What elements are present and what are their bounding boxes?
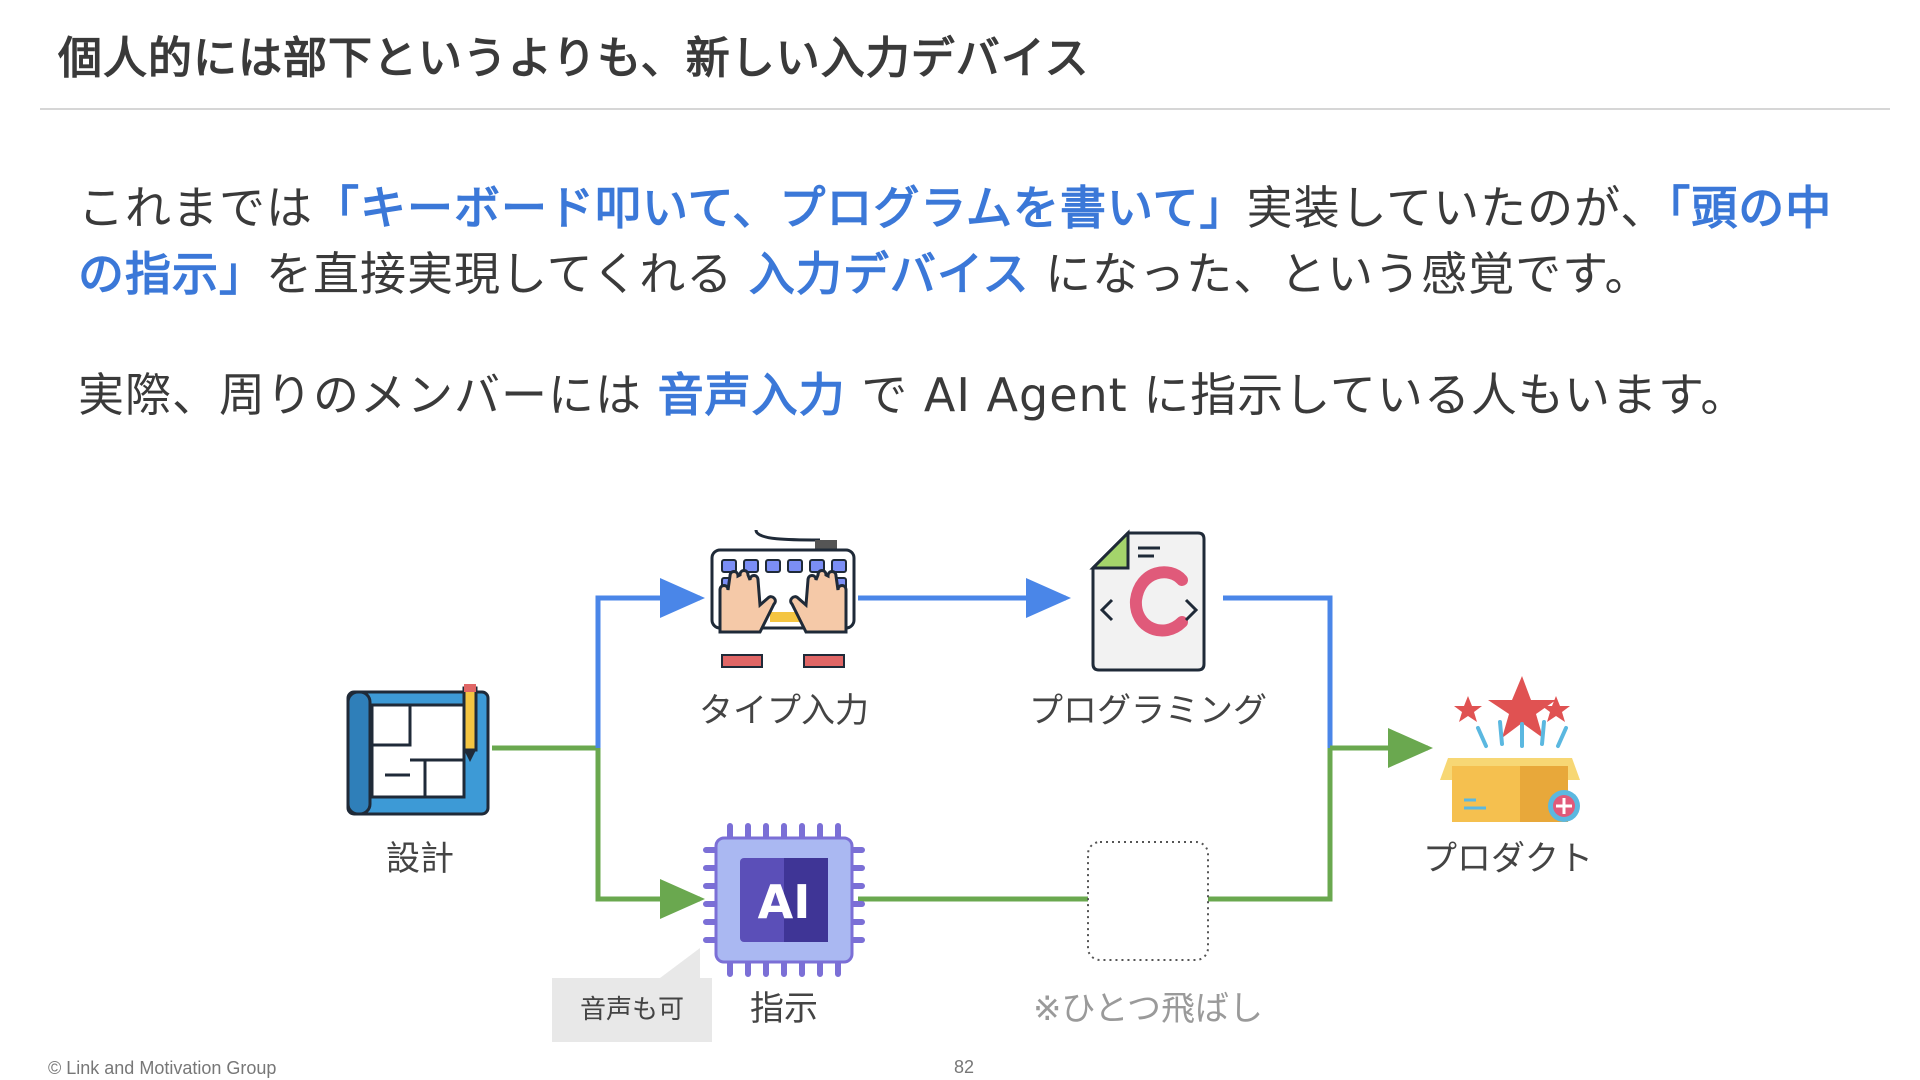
slide-title: 個人的には部下というよりも、新しい入力デバイス xyxy=(58,33,1090,84)
skip-to-merge-line xyxy=(1208,748,1333,902)
para1-seg-6: になった、という感覚です。 xyxy=(1045,247,1652,301)
code-file-icon xyxy=(1089,529,1206,672)
para2-seg-2: で AI Agent に指示している人もいます。 xyxy=(861,368,1748,422)
copyright-footer: © Link and Motivation Group xyxy=(48,1058,277,1078)
para1-seg-3: 「頭の中の指示」 xyxy=(78,181,1833,301)
para1-seg-0: これまでは xyxy=(78,181,313,235)
product-label: プロダクト xyxy=(1423,839,1593,879)
programming-label: プログラミング xyxy=(1029,691,1267,731)
design-label: 設計 xyxy=(386,839,454,879)
programming-to-merge-line xyxy=(1223,595,1333,748)
typing-label: タイプ入力 xyxy=(699,691,869,731)
split-to-instruction-arrow xyxy=(595,748,705,919)
empty-dotted-box xyxy=(1087,841,1209,961)
skip-label: ※ひとつ飛ばし xyxy=(1033,989,1263,1029)
voice-bubble: 音声も可 xyxy=(552,948,712,1042)
split-to-typing-arrow xyxy=(595,578,705,748)
para2-seg-0: 実際、周りのメンバーには xyxy=(78,368,642,422)
instruction-label: 指示 xyxy=(750,989,818,1029)
para1-seg-4: を直接実現してくれる xyxy=(266,247,734,301)
connector-lines xyxy=(492,578,1433,919)
intro-paragraph: これまでは「キーボード叩いて、プログラムを書いて」実装していたのが、「頭の中の指… xyxy=(78,175,1848,307)
ai-chip-icon: AI xyxy=(703,823,865,977)
para2-seg-1: 音声入力 xyxy=(657,368,846,422)
title-divider xyxy=(40,108,1890,110)
page-number: 82 xyxy=(954,1057,975,1077)
para1-seg-5: 入力デバイス xyxy=(748,247,1030,301)
para1-seg-1: 「キーボード叩いて、プログラムを書いて」 xyxy=(313,181,1247,235)
example-paragraph: 実際、周りのメンバーには 音声入力 で AI Agent に指示している人もいま… xyxy=(78,362,1848,428)
voice-bubble-label: 音声も可 xyxy=(580,995,684,1025)
blueprint-icon xyxy=(346,684,490,816)
para1-seg-2: 実装していたのが、 xyxy=(1246,181,1668,235)
svg-text:AI: AI xyxy=(758,875,811,929)
keyboard-hands-icon xyxy=(710,529,856,668)
product-box-icon xyxy=(1440,676,1580,822)
